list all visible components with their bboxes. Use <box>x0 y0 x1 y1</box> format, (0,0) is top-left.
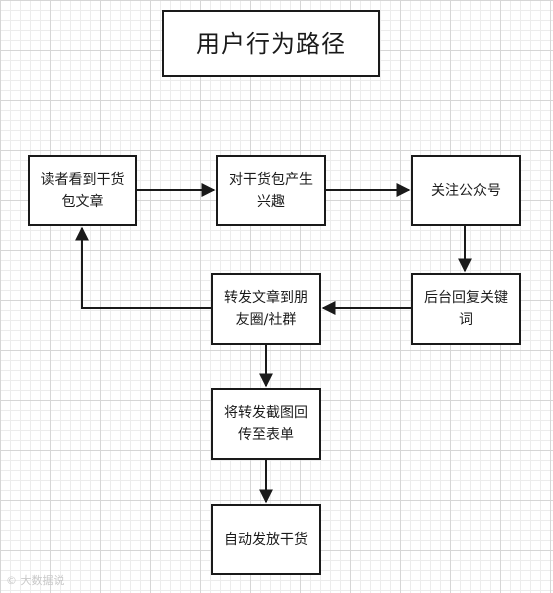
node-reply-keyword: 后台回复关键词 <box>411 273 521 345</box>
node-auto-deliver: 自动发放干货 <box>211 504 321 575</box>
node-return-screenshot: 将转发截图回传至表单 <box>211 388 321 460</box>
diagram-title: 用户行为路径 <box>162 10 380 77</box>
watermark: © 大数据说 <box>6 574 65 587</box>
node-share-article: 转发文章到朋友圈/社群 <box>211 273 321 345</box>
node-follow-account: 关注公众号 <box>411 155 521 226</box>
node-interest: 对干货包产生兴趣 <box>216 155 326 226</box>
edge-share-to-read <box>75 226 211 309</box>
node-read-article: 读者看到干货包文章 <box>28 155 137 226</box>
